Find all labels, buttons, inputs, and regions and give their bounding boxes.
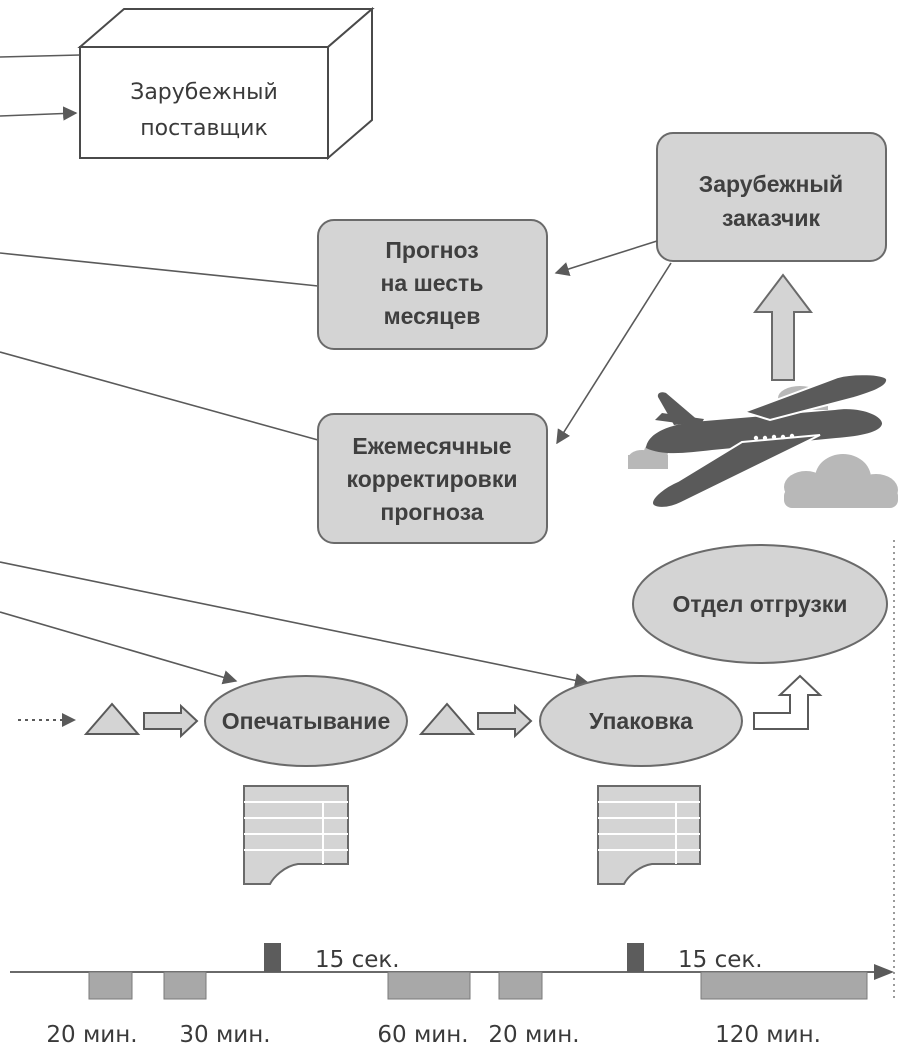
monthly-corrections-box: Ежемесячные корректировки прогноза — [317, 413, 548, 544]
inventory-triangle-2 — [418, 702, 476, 735]
monthly-label-line2: корректировки — [347, 466, 518, 492]
wait-label-1: 20 мин. — [46, 1022, 137, 1048]
customer-box: Зарубежный заказчик — [656, 132, 887, 262]
shipping-bent-arrow — [753, 674, 823, 730]
wait-bar-3 — [387, 971, 471, 1000]
arrow-customer-to-monthly — [556, 262, 672, 445]
supplier-label-line2: поставщик — [140, 116, 268, 141]
arrow-customer-to-forecast — [554, 240, 658, 276]
process-print-label: Опечатывание — [222, 708, 391, 734]
shipping-department: Отдел отгрузки — [632, 544, 888, 664]
push-arrow-1 — [143, 703, 199, 739]
shipment-up-arrow — [752, 273, 814, 381]
value-added-label-1: 15 сек. — [315, 947, 400, 973]
info-line-supplier-out — [0, 54, 81, 58]
wait-label-5: 120 мин. — [715, 1022, 821, 1048]
value-added-label-2: 15 сек. — [678, 947, 763, 973]
value-added-bar-1 — [264, 943, 281, 972]
data-box-pack — [597, 785, 701, 885]
monthly-label-line3: прогноза — [380, 499, 483, 525]
wait-bar-1 — [88, 971, 133, 1000]
dotted-arrow-head — [62, 713, 76, 727]
info-line-monthly — [0, 351, 319, 441]
forecast-label-line2: на шесть — [381, 270, 484, 296]
supplier-box: Зарубежный поставщик — [77, 6, 375, 161]
wait-label-4: 20 мин. — [488, 1022, 579, 1048]
data-box-print — [243, 785, 349, 885]
forecast-label-line3: месяцев — [384, 303, 481, 329]
wait-bar-5 — [700, 971, 868, 1000]
info-line-to-pack — [0, 561, 590, 688]
inventory-triangle-1 — [83, 702, 141, 735]
info-line-forecast — [0, 252, 319, 287]
process-pack-label: Упаковка — [589, 708, 693, 734]
customer-label-line2: заказчик — [722, 205, 821, 231]
push-arrow-2 — [477, 703, 533, 739]
forecast-label-line1: Прогноз — [385, 237, 478, 263]
process-print: Опечатывание — [204, 675, 408, 767]
customer-label-line1: Зарубежный — [699, 171, 843, 197]
shipping-label: Отдел отгрузки — [673, 591, 848, 617]
wait-label-2: 30 мин. — [179, 1022, 270, 1048]
value-added-bar-2 — [627, 943, 644, 972]
supplier-label-line1: Зарубежный — [130, 80, 278, 105]
info-line-supplier-in — [0, 106, 78, 121]
monthly-label-line1: Ежемесячные — [352, 433, 511, 459]
info-line-to-print — [0, 611, 238, 685]
wait-bar-4 — [498, 971, 543, 1000]
process-pack: Упаковка — [539, 675, 743, 767]
forecast-box: Прогноз на шесть месяцев — [317, 219, 548, 350]
timeline-arrow-head — [874, 964, 894, 980]
wait-label-3: 60 мин. — [377, 1022, 468, 1048]
wait-bar-2 — [163, 971, 207, 1000]
airplane-icon — [646, 373, 889, 509]
